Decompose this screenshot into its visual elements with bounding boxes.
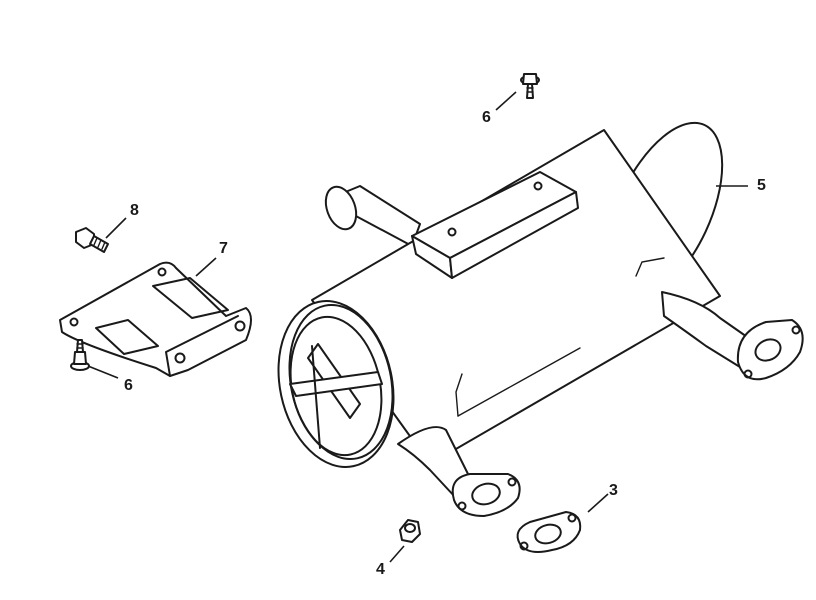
leader-lines [87, 91, 748, 563]
muffler [277, 121, 804, 517]
rear-flange [736, 319, 804, 381]
muffler-back-tube [324, 185, 421, 247]
screw-8 [75, 227, 109, 253]
bolt-6-top [520, 73, 540, 99]
callout-4: 4 [376, 561, 385, 578]
leader-6-top [495, 91, 517, 111]
leader-8 [105, 217, 127, 239]
callout-6-top: 6 [482, 109, 491, 126]
muffler-rear-outlet-pipe [661, 291, 804, 381]
bolt-6-left [70, 339, 90, 371]
muffler-cross-baffle [289, 343, 383, 449]
leader-4 [389, 545, 405, 563]
mounting-bracket [59, 261, 252, 377]
leader-3 [587, 493, 609, 513]
callout-3: 3 [609, 482, 618, 499]
muffler-front-end-cap [277, 300, 395, 468]
nut-4 [399, 519, 421, 543]
callout-7: 7 [219, 240, 228, 257]
muffler-top-bracket [411, 171, 579, 279]
muffler-seam [457, 347, 581, 417]
callout-8: 8 [130, 202, 139, 219]
callout-5: 5 [757, 177, 766, 194]
front-flange [451, 473, 521, 517]
gasket-3 [516, 511, 582, 553]
muffler-front-outlet-pipe [397, 426, 521, 517]
callout-6-left: 6 [124, 377, 133, 394]
leader-7 [195, 257, 217, 277]
leader-6-left [87, 365, 119, 379]
